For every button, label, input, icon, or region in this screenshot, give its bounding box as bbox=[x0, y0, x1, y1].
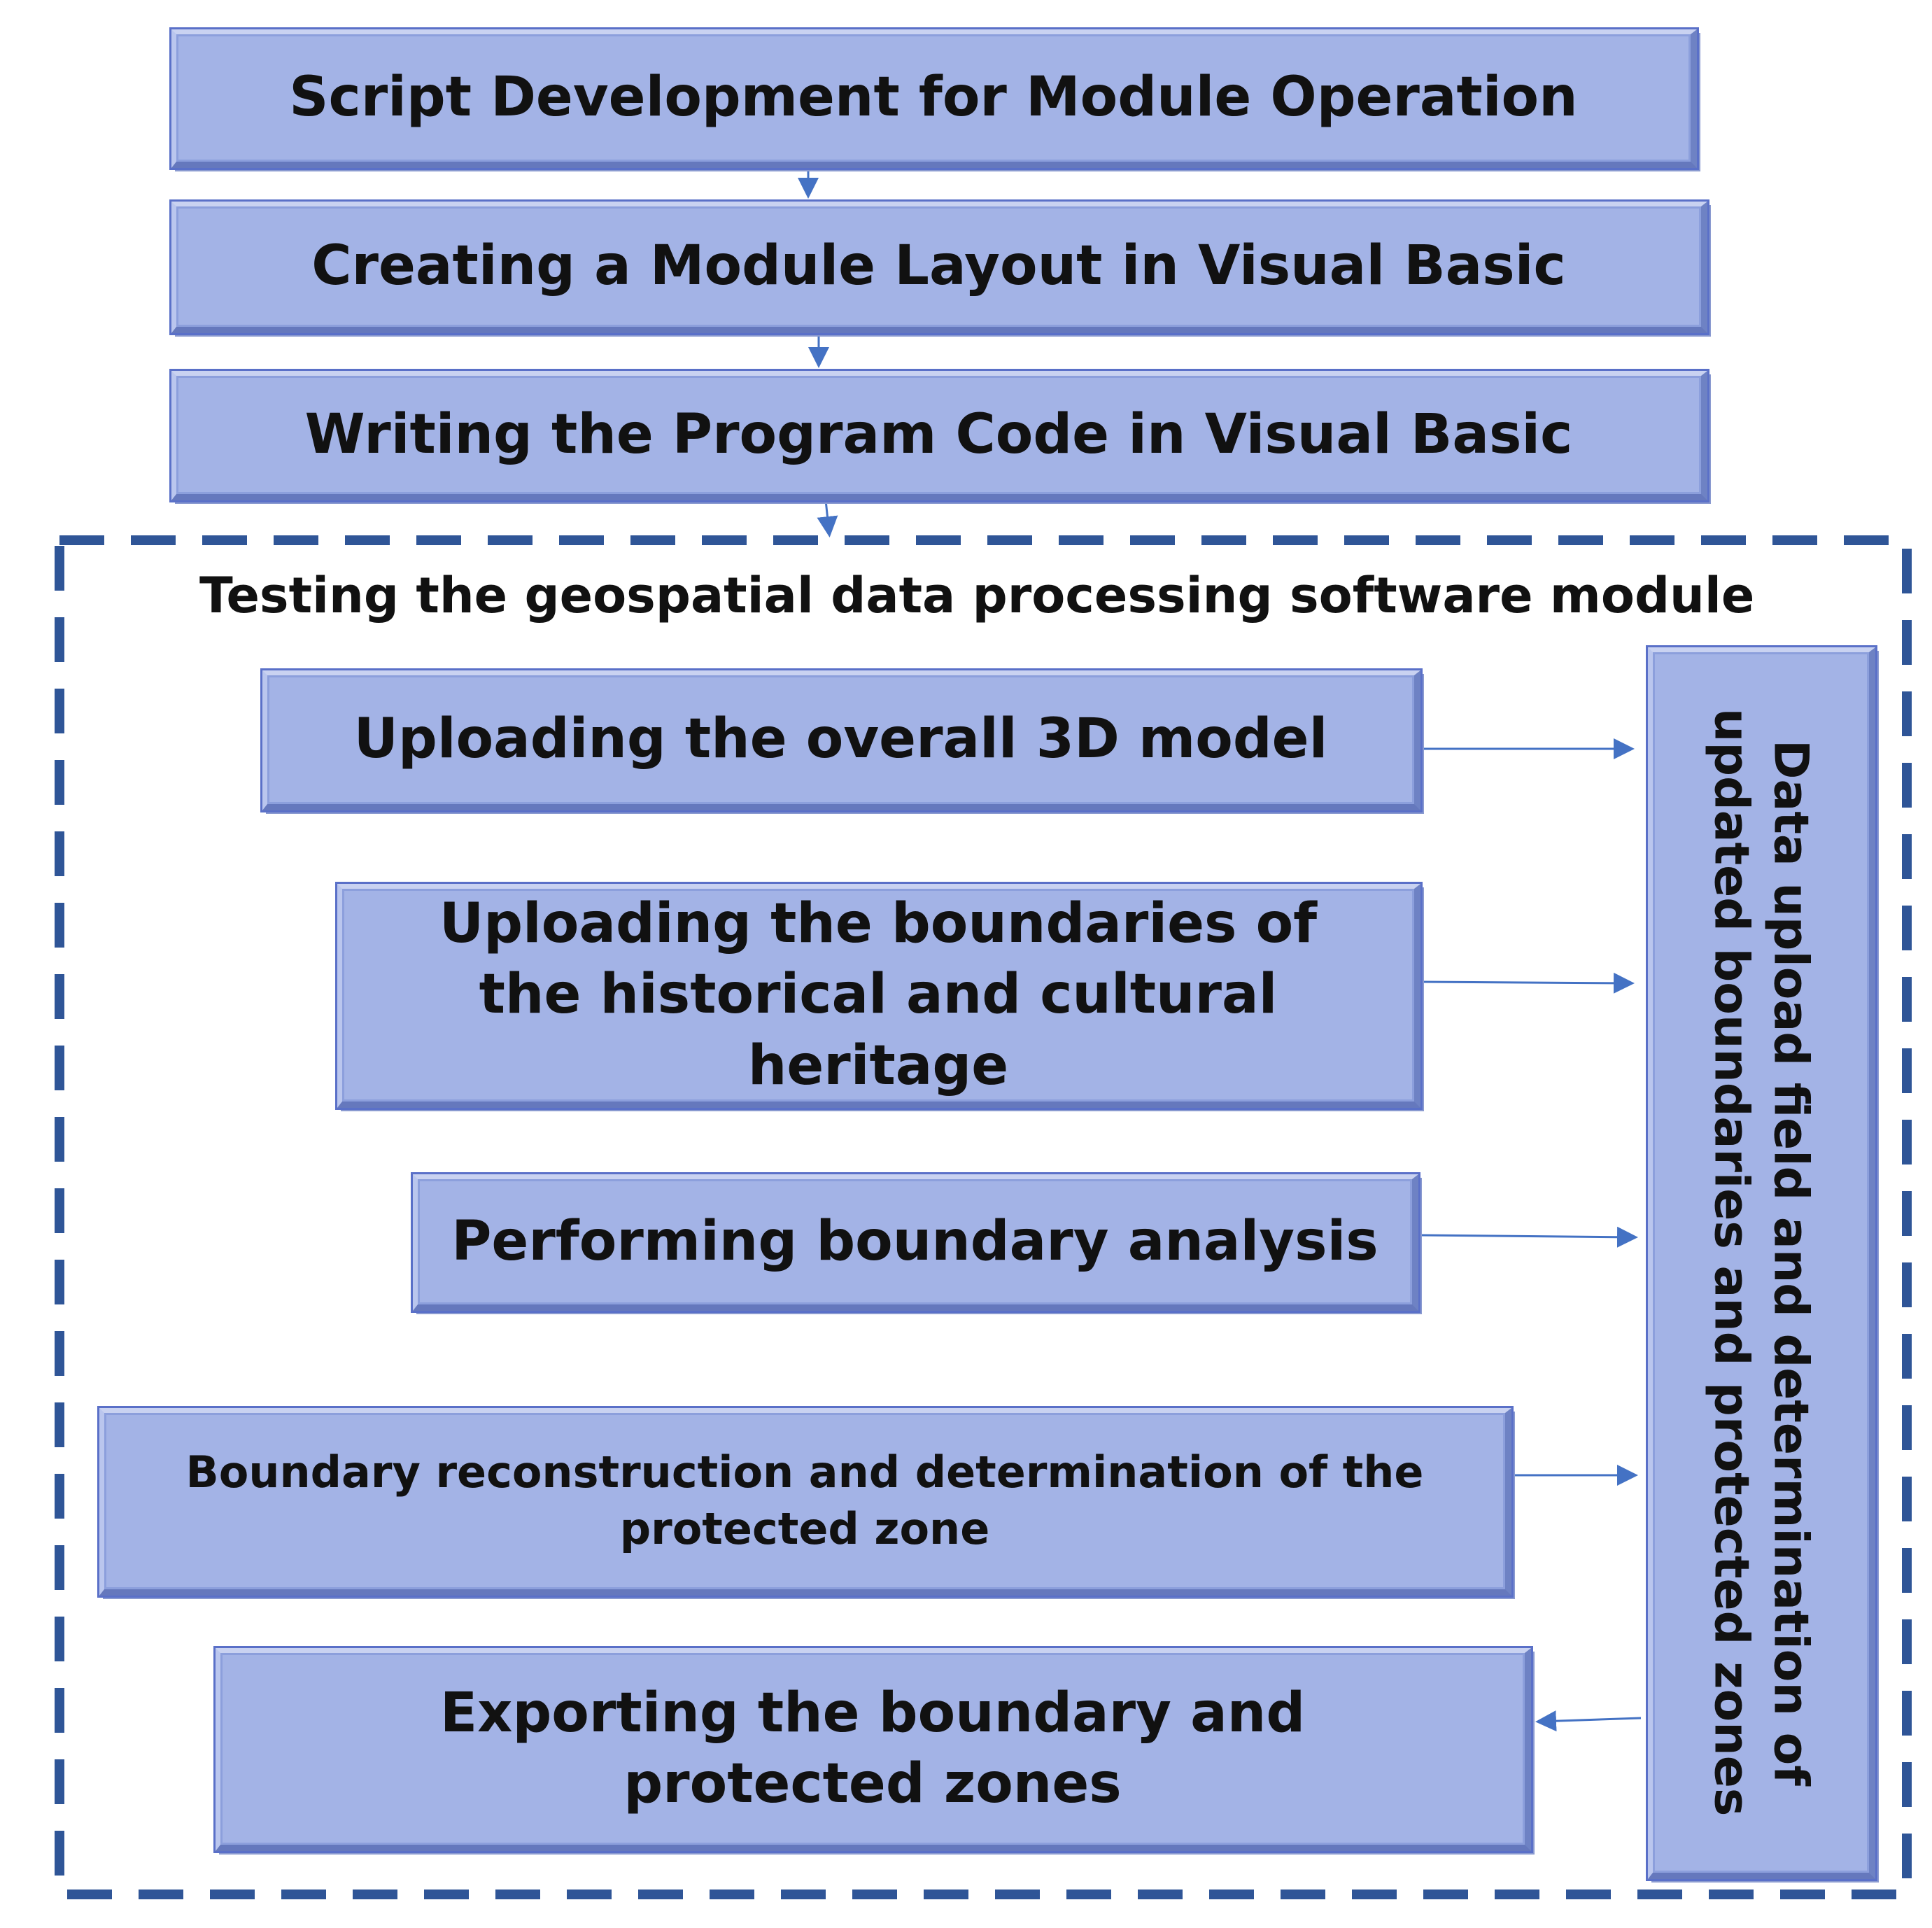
step-upload-model: Uploading the overall 3D model bbox=[260, 668, 1423, 812]
step-module-layout: Creating a Module Layout in Visual Basic bbox=[169, 199, 1709, 335]
step-reconstruction-label: Boundary reconstruction and determinatio… bbox=[185, 1447, 1424, 1554]
step-upload-model-label: Uploading the overall 3D model bbox=[353, 708, 1328, 771]
arrow-data-field-to-export bbox=[1535, 1710, 1642, 1732]
testing-caption: Testing the geospatial data processing s… bbox=[199, 567, 1755, 624]
step-reconstruction: Boundary reconstruction and determinatio… bbox=[97, 1406, 1514, 1598]
data-upload-field-label: Data upload field and determination of u… bbox=[1703, 708, 1819, 1817]
step-upload-boundaries-label: Uploading the boundaries of the historic… bbox=[439, 892, 1318, 1097]
step-boundary-analysis: Performing boundary analysis bbox=[411, 1172, 1420, 1313]
arrow-step3-to-testing bbox=[817, 500, 838, 537]
step-boundary-analysis-label: Performing boundary analysis bbox=[451, 1209, 1379, 1273]
arrow-upload-boundaries-to-data-field bbox=[1420, 972, 1635, 994]
step-program-code-label: Writing the Program Code in Visual Basic bbox=[304, 402, 1573, 466]
step-upload-boundaries: Uploading the boundaries of the historic… bbox=[335, 882, 1423, 1110]
step-module-layout-label: Creating a Module Layout in Visual Basic bbox=[311, 234, 1566, 298]
data-upload-field: Data upload field and determination of u… bbox=[1646, 645, 1877, 1881]
step-program-code: Writing the Program Code in Visual Basic bbox=[169, 369, 1709, 502]
step-export: Exporting the boundary and protected zon… bbox=[213, 1646, 1533, 1853]
step-export-label: Exporting the boundary and protected zon… bbox=[439, 1681, 1306, 1815]
step-script-development-label: Script Development for Module Operation bbox=[289, 66, 1578, 129]
step-script-development: Script Development for Module Operation bbox=[169, 27, 1699, 170]
arrow-analysis-to-data-field bbox=[1418, 1226, 1638, 1248]
